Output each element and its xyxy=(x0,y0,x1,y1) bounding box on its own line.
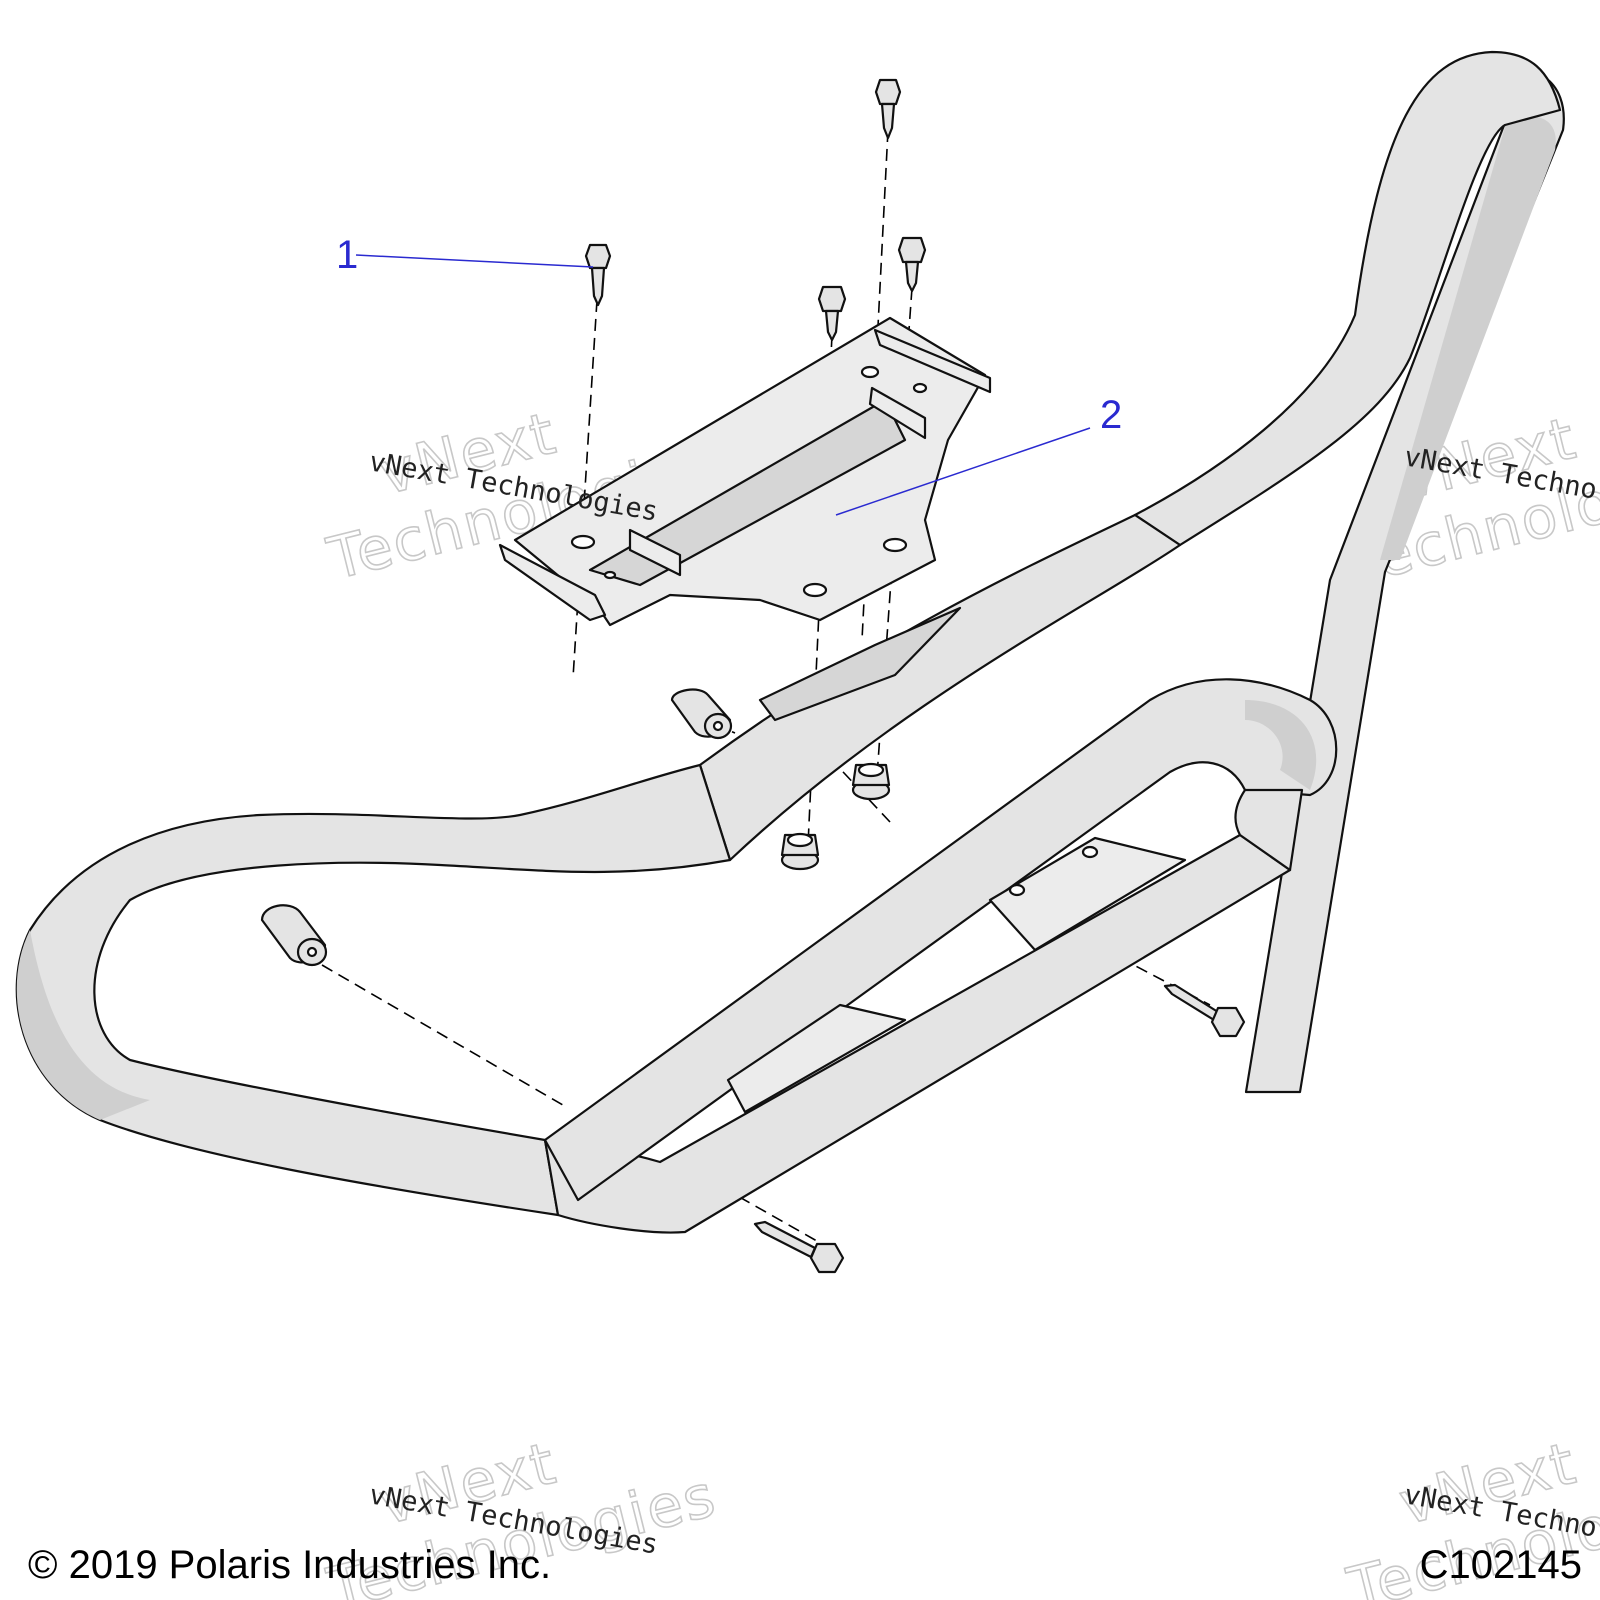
figure-id: C102145 xyxy=(1420,1543,1582,1587)
watermark-group: vNext Technologies vNext Technologies vN… xyxy=(320,398,1600,1600)
nut-left xyxy=(780,832,820,871)
bolt-top-center xyxy=(874,78,902,140)
callout-1: 1 xyxy=(336,233,594,277)
copyright-text: © 2019 Polaris Industries Inc. xyxy=(28,1543,551,1587)
mounting-bracket xyxy=(498,316,992,627)
spacer-upper xyxy=(670,688,733,740)
nut-right xyxy=(851,762,891,801)
brush-guard xyxy=(15,50,1565,1234)
bolt-center-left xyxy=(817,285,847,342)
fasteners xyxy=(260,78,1246,1274)
callout-2: 2 xyxy=(835,393,1122,516)
callout-2-number: 2 xyxy=(1100,393,1122,437)
bolt-lower-right xyxy=(1163,983,1246,1038)
bolt-item-1 xyxy=(584,243,612,307)
callout-1-number: 1 xyxy=(336,233,358,277)
spacer-lower xyxy=(260,904,328,967)
bolt-lower-center xyxy=(753,1220,845,1274)
bolt-center-right xyxy=(897,236,927,293)
